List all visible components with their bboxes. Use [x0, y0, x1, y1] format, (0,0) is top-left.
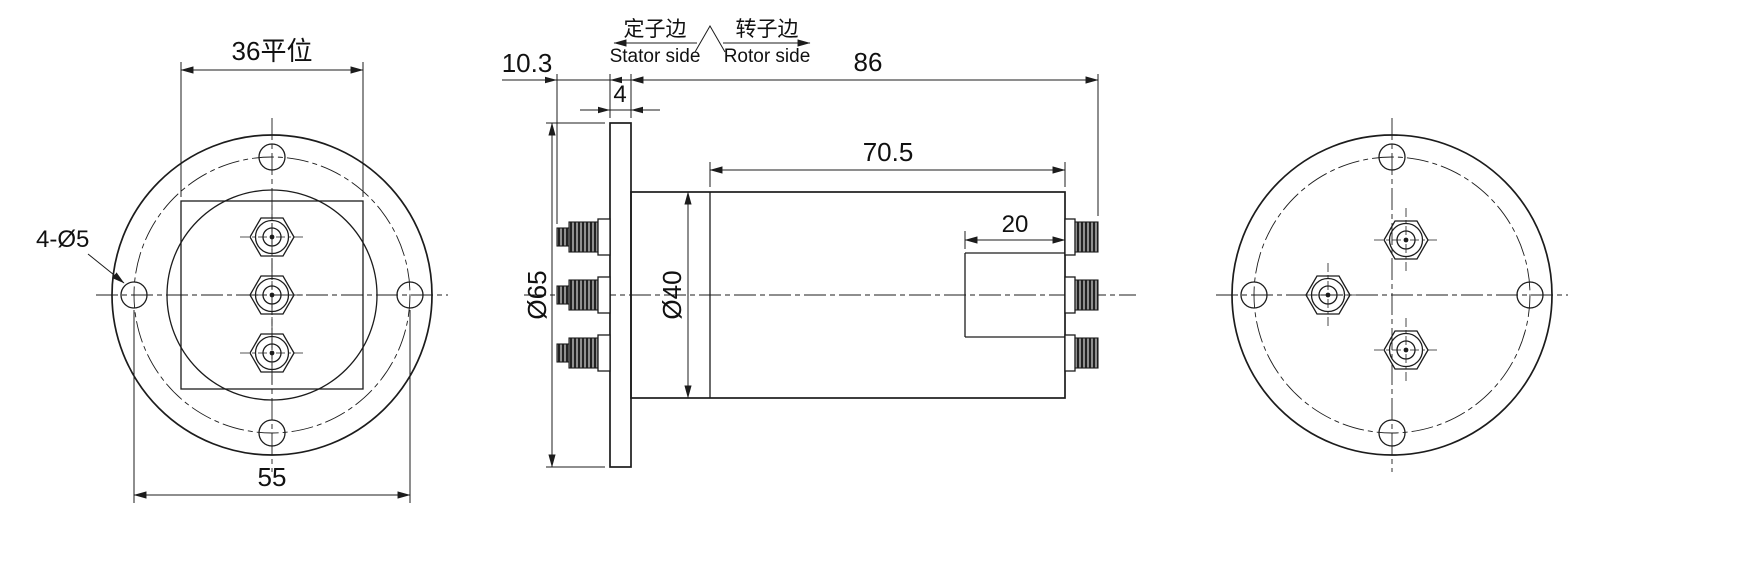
mount-hole-right — [396, 281, 424, 309]
dim-connector-length: 10.3 — [502, 48, 631, 84]
mount-hole-left — [120, 281, 148, 309]
end-hub — [964, 252, 1065, 338]
rear-flange-outline — [1231, 134, 1553, 456]
rotor-connector-bottom — [1064, 334, 1099, 372]
stator-label-cn: 定子边 — [624, 18, 687, 41]
dim-flat-width-text: 36平位 — [232, 36, 313, 66]
dim-flange-thickness-text: 4 — [613, 81, 626, 108]
dim-body-length: 86 — [630, 47, 1099, 84]
rear-view — [1216, 118, 1568, 472]
front-mount-holes — [120, 143, 424, 447]
mount-holes-leader — [87, 253, 125, 284]
front-view: 36平位 4-Ø5 55 — [36, 36, 448, 503]
rotor-connector-middle — [1064, 276, 1099, 314]
dim-body-diameter-text: Ø40 — [657, 270, 687, 319]
mount-hole-top — [258, 143, 286, 171]
stator-connector-top — [556, 218, 611, 256]
mount-hole-bottom — [258, 419, 286, 447]
side-view: 定子边 转子边 Stator side Rotor side 10.3 4 86 — [502, 18, 1136, 468]
dim-flange-diameter: Ø65 — [522, 122, 605, 468]
interface-peak-icon — [694, 24, 726, 53]
rear-connector-bottom — [1373, 317, 1439, 383]
rotor-label-en: Rotor side — [724, 46, 811, 67]
dim-connector-length-text: 10.3 — [502, 48, 553, 78]
rotor-connectors — [1064, 218, 1099, 372]
stator-connector-middle — [556, 276, 611, 314]
mount-holes-label-text: 4-Ø5 — [36, 226, 89, 253]
rear-connector-left — [1295, 262, 1361, 328]
dim-rotor-length-text: 70.5 — [863, 137, 914, 167]
rotor-label-cn: 转子边 — [736, 18, 799, 41]
front-connectors — [239, 204, 305, 386]
stator-connectors — [556, 218, 611, 372]
front-bolt-circle — [133, 156, 411, 434]
rear-connector-top — [1373, 207, 1439, 273]
rear-hole-right — [1516, 281, 1544, 309]
dim-rotor-length: 70.5 — [709, 137, 1066, 187]
dim-end-section-text: 20 — [1002, 211, 1029, 238]
stator-connector-bottom — [556, 334, 611, 372]
dim-end-section: 20 — [964, 211, 1066, 249]
dim-flange-diameter-text: Ø65 — [522, 270, 552, 319]
orientation-labels: 定子边 转子边 Stator side Rotor side — [610, 18, 811, 67]
stator-label-en: Stator side — [610, 46, 701, 67]
rear-mount-holes — [1240, 143, 1544, 447]
rear-hole-top — [1378, 143, 1406, 171]
rotor-connector-top — [1064, 218, 1099, 256]
rear-hole-bottom — [1378, 419, 1406, 447]
dim-flange-thickness: 4 — [580, 81, 660, 114]
dim-flat-width: 36平位 — [180, 36, 364, 197]
dim-body-diameter: Ø40 — [657, 191, 692, 399]
front-body-circle — [166, 189, 378, 401]
mount-holes-label: 4-Ø5 — [36, 226, 125, 284]
rear-bolt-circle — [1253, 156, 1531, 434]
front-flange-outline — [111, 134, 433, 456]
dim-hole-spacing-text: 55 — [258, 462, 287, 492]
front-flat-section — [180, 200, 364, 390]
dim-body-length-text: 86 — [854, 47, 883, 77]
rear-hole-left — [1240, 281, 1268, 309]
dim-hole-spacing: 55 — [133, 310, 411, 503]
